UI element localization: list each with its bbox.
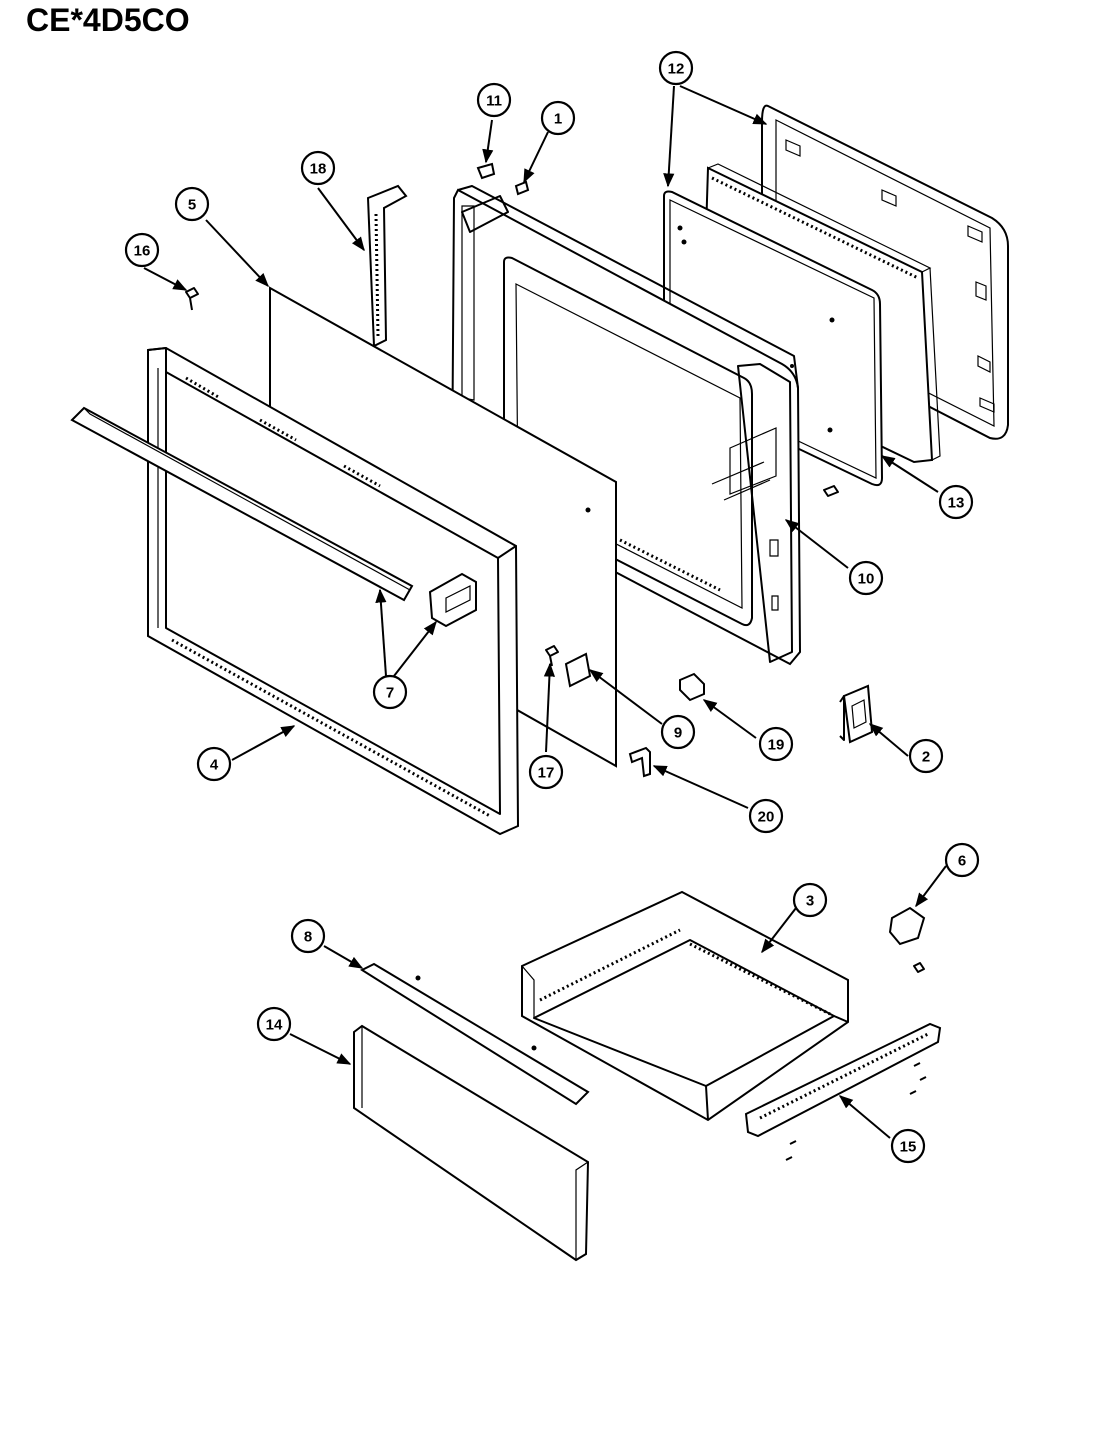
- callout-7-label: 7: [386, 685, 394, 702]
- callout-6-label: 6: [958, 853, 966, 870]
- callout-14-label: 14: [266, 1017, 283, 1034]
- clip-19: [679, 672, 705, 702]
- callout-4-label: 4: [210, 757, 219, 774]
- model-title: CE*4D5CO: [26, 2, 190, 38]
- callout-5-label: 5: [188, 197, 196, 214]
- drawer-front-panel: [353, 1024, 590, 1262]
- callout-10-label: 10: [858, 571, 875, 588]
- door-side-strip: [366, 184, 408, 348]
- hinge-bracket: [839, 684, 874, 744]
- drawer-glide: [888, 906, 926, 973]
- callout-19: 19: [758, 726, 794, 762]
- callout-17-label: 17: [538, 765, 555, 782]
- handle-bracket: [428, 572, 477, 628]
- callout-2: 2: [908, 738, 944, 774]
- callout-4: 4: [196, 746, 232, 782]
- callout-1-label: 1: [554, 111, 562, 128]
- callout-20-label: 20: [758, 809, 775, 826]
- handle-rail: [70, 406, 414, 602]
- callout-6: 6: [944, 842, 980, 878]
- callout-15-label: 15: [900, 1139, 917, 1156]
- callout-9-label: 9: [674, 725, 682, 742]
- callout-18: 18: [300, 150, 336, 186]
- callout-3: 3: [792, 882, 828, 918]
- callout-10: 10: [848, 560, 884, 596]
- callout-5: 5: [174, 186, 210, 222]
- callout-20: 20: [748, 798, 784, 834]
- callout-12: 12: [658, 50, 694, 86]
- drawer-front-trim: [359, 962, 590, 1106]
- callout-8: 8: [290, 918, 326, 954]
- callout-7: 7: [372, 674, 408, 710]
- callout-19-label: 19: [768, 737, 785, 754]
- callout-8-label: 8: [304, 929, 312, 946]
- callout-9: 9: [660, 714, 696, 750]
- callout-15: 15: [890, 1128, 926, 1164]
- fastener-11: [476, 162, 496, 180]
- callout-11-label: 11: [486, 93, 502, 110]
- outer-door-frame: [147, 346, 520, 836]
- callout-14: 14: [256, 1006, 292, 1042]
- drawer-rail: [744, 1022, 942, 1138]
- callout-17: 17: [528, 754, 564, 790]
- callout-1: 1: [540, 100, 576, 136]
- callout-16-label: 16: [134, 243, 151, 260]
- callout-3-label: 3: [806, 893, 814, 910]
- door-frame: [450, 185, 802, 666]
- fastener-1: [514, 180, 530, 196]
- callout-16: 16: [124, 232, 160, 268]
- callout-12-label: 12: [668, 61, 685, 78]
- callout-11: 11: [476, 82, 512, 118]
- screw-16: [185, 287, 199, 311]
- screw-13-area: [823, 485, 839, 497]
- callout-13: 13: [938, 484, 974, 520]
- leader-lines: [143, 85, 947, 1139]
- callout-18-label: 18: [310, 161, 327, 178]
- angle-bracket: [628, 746, 651, 778]
- callout-13-label: 13: [948, 495, 965, 512]
- rail-screws: [785, 1062, 927, 1161]
- callout-2-label: 2: [922, 749, 930, 766]
